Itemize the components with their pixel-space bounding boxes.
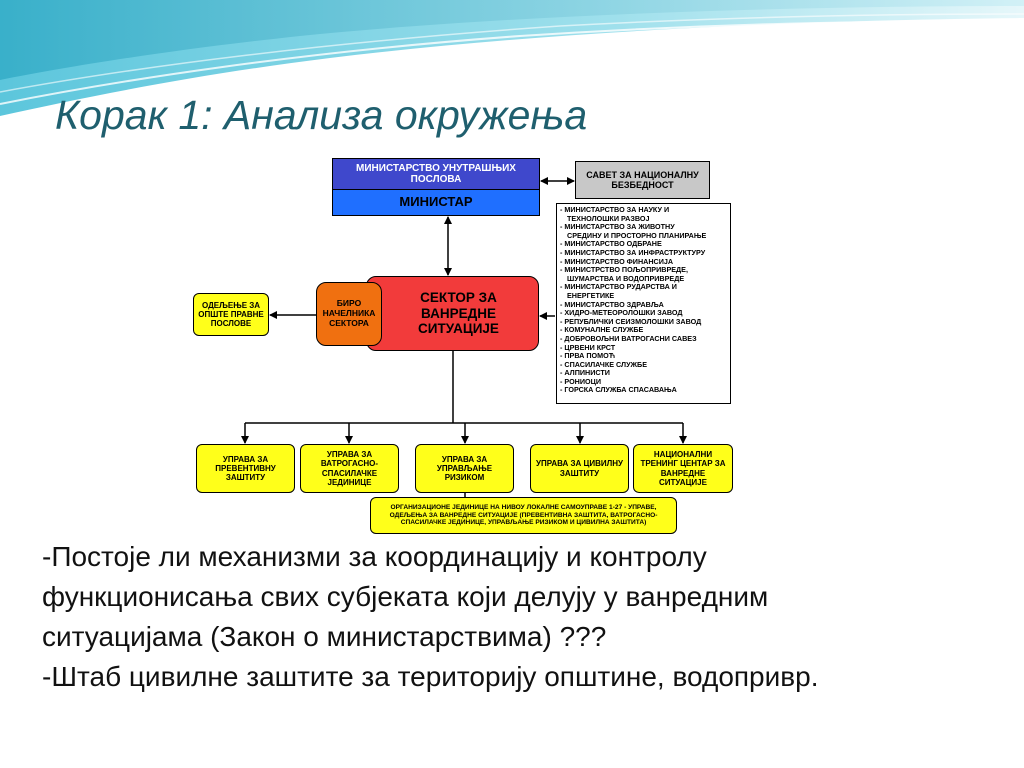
list-item: - МИНИСТАРСТВО ЗА НАУКУ И [560, 205, 670, 214]
slide-title: Корак 1: Анализа окружења [55, 92, 588, 138]
body-line: ситуацијама (Закон о министарствима) ??? [42, 621, 607, 652]
list-item: ТЕХНОЛОШКИ РАЗВОЈ [567, 213, 650, 223]
list-item: - МИНИСТАРСТВО ЗА ИНФРАСТРУКТУРУ [560, 247, 706, 257]
list-item: СРЕДИНУ И ПРОСТОРНО ПЛАНИРАЊЕ [567, 230, 707, 240]
list-item: - МИНИСТАРСТВО ЗА ЖИВОТНУ [560, 222, 675, 232]
security-council-box: САВЕТ ЗА НАЦИОНАЛНУ БЕЗБЕДНОСТ [575, 161, 710, 199]
list-item: - МИНИСТРСТВО ПОЉОПРИВРЕДЕ, [560, 265, 688, 275]
list-item: ЕНЕРГЕТИКЕ [567, 290, 615, 300]
list-item: - МИНИСТАРСТВО ФИНАНСИЈА [560, 256, 674, 266]
list-item: - РОНИОЦИ [560, 376, 602, 386]
list-item: - ГОРСКА СЛУЖБА СПАСАВАЊА [560, 385, 677, 395]
list-item: ШУМАРСТВА И ВОДОПРИВРЕДЕ [567, 273, 685, 283]
body-line: функционисања свих субјеката који делују… [42, 581, 769, 612]
list-item: - ХИДРО-МЕТЕОРОЛОШКИ ЗАВОД [560, 308, 683, 318]
list-item: - КОМУНАЛНЕ СЛУЖБЕ [560, 325, 644, 335]
list-item: - ДОБРОВОЉНИ ВАТРОГАСНИ САВЕЗ [560, 333, 697, 343]
list-item: - СПАСИЛАЧКЕ СЛУЖБЕ [560, 359, 648, 369]
body-line: -Постоје ли механизми за координацију и … [42, 541, 707, 572]
ministries-list-box: - МИНИСТАРСТВО ЗА НАУКУ И ТЕХНОЛОШКИ РАЗ… [556, 203, 731, 404]
list-item: - МИНИСТАРСТВО ОДБРАНЕ [560, 239, 662, 249]
list-item: - МИНИСТАРСТВО ЗДРАВЉА [560, 299, 664, 309]
list-item: - ПРВА ПОМОЋ [560, 351, 615, 361]
list-item: - РЕПУБЛИЧКИ СЕИЗМОЛОШКИ ЗАВОД [560, 316, 702, 326]
list-item: - МИНИСТАРСТВО РУДАРСТВА И [560, 282, 677, 292]
list-item: - АЛПИНИСТИ [560, 368, 610, 378]
directorate-box: УПРАВА ЗА ЦИВИЛНУ ЗАШТИТУ [530, 444, 629, 493]
directorate-box: УПРАВА ЗА ВАТРОГАСНО-СПАСИЛАЧКЕ ЈЕДИНИЦЕ [300, 444, 399, 493]
minister-box: МИНИСТАР [332, 189, 540, 216]
directorate-box: УПРАВА ЗА ПРЕВЕНТИВНУ ЗАШТИТУ [196, 444, 295, 493]
list-item: - ЦРВЕНИ КРСТ [560, 342, 616, 352]
sector-box: СЕКТОР ЗА ВАНРЕДНЕ СИТУАЦИЈЕ [366, 276, 539, 351]
body-line: -Штаб цивилне заштите за територију општ… [42, 661, 819, 692]
local-units-box: ОРГАНИЗАЦИОНЕ ЈЕДИНИЦЕ НА НИВОУ ЛОКАЛНЕ … [370, 497, 677, 534]
department-box: ОДЕЉЕЊЕ ЗА ОПШТЕ ПРАВНЕ ПОСЛОВЕ [193, 293, 269, 336]
directorate-box: УПРАВА ЗА УПРАВЉАЊЕ РИЗИКОМ [415, 444, 514, 493]
ministry-interior-box: МИНИСТАРСТВО УНУТРАШЊИХ ПОСЛОВА [332, 158, 540, 190]
directorate-box: НАЦИОНАЛНИ ТРЕНИНГ ЦЕНТАР ЗА ВАНРЕДНЕ СИ… [633, 444, 733, 493]
body-text: -Постоје ли механизми за координацију и … [42, 537, 1012, 697]
bureau-box: БИРО НАЧЕЛНИКА СЕКТОРА [316, 282, 382, 346]
